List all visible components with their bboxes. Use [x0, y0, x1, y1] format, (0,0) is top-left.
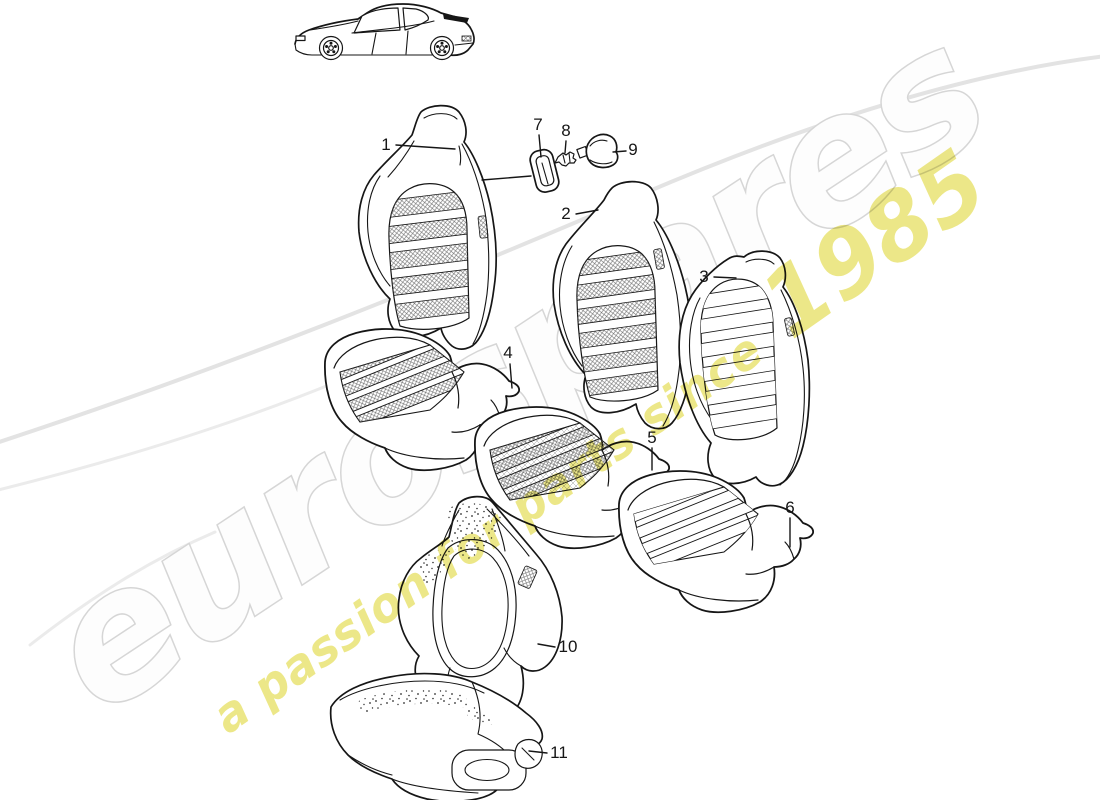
callout-label-4: 4: [503, 343, 512, 362]
part-8-clip: [554, 151, 577, 167]
seat-backrest-1: [357, 104, 497, 350]
recline-slot-tag: [784, 317, 795, 337]
recline-slot-tag: [477, 215, 489, 239]
callout-labels: 1 2 3 4 5 6 7 8 9 10 11: [381, 115, 794, 762]
callout-label-7: 7: [533, 115, 542, 134]
stipple-texture: [418, 549, 451, 588]
rear-wheel-icon: [429, 35, 455, 61]
callout-label-3: 3: [699, 267, 708, 286]
sport-cushion-11: [329, 672, 544, 800]
callout-line-4: [509, 363, 513, 389]
headlight: [295, 35, 306, 42]
callout-line-7: [538, 134, 542, 158]
callout-line-3: [713, 276, 737, 279]
part-7-cap: [529, 148, 560, 193]
handle-cutout: [451, 749, 527, 791]
callout-line-8: [564, 140, 567, 154]
callout-label-8: 8: [561, 121, 570, 140]
callout-label-6: 6: [785, 498, 794, 517]
swoosh-curve: [28, 530, 217, 647]
callout-line-1: [395, 144, 456, 150]
stipple-texture: [447, 503, 501, 560]
callout-lines: [395, 134, 791, 754]
seat-backrest-3: [678, 250, 811, 487]
stipple-texture: [466, 702, 493, 725]
seat-backrest-2: [552, 180, 693, 430]
callout-label-11: 11: [550, 743, 568, 762]
part-9-knob: [576, 133, 619, 169]
stipple-texture: [358, 689, 469, 714]
callout-label-5: 5: [647, 428, 656, 447]
callout-label-9: 9: [628, 140, 637, 159]
callout-label-1: 1: [381, 135, 390, 154]
recline-slot-tag: [653, 248, 665, 270]
callout-line-7-to-seat: [481, 175, 532, 181]
front-wheel-icon: [318, 35, 344, 61]
sport-backrest-10: [397, 495, 563, 723]
callout-line-10: [537, 643, 556, 648]
callout-line-2: [575, 209, 599, 215]
rear-spoiler: [443, 14, 469, 23]
callout-line-9: [612, 150, 627, 153]
car-silhouette: [294, 3, 475, 61]
callout-line-11: [528, 750, 548, 754]
callout-label-2: 2: [561, 204, 570, 223]
strap-tag: [517, 565, 538, 589]
taillight: [461, 35, 472, 42]
callout-label-10: 10: [559, 637, 578, 656]
